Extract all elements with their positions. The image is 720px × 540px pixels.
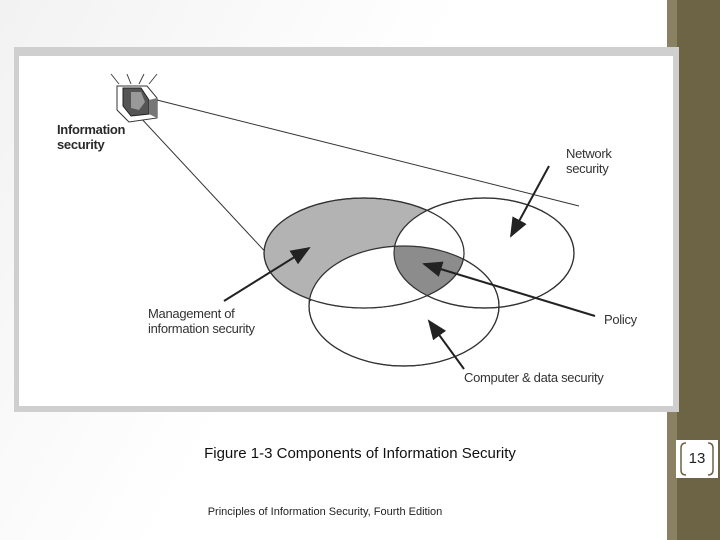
- venn-diagram: [110, 73, 596, 370]
- network-arrow: [510, 165, 550, 238]
- label-computer-data-security: Computer & data security: [464, 370, 604, 385]
- page-number: 13: [676, 440, 718, 478]
- perspective-line-top: [148, 97, 580, 207]
- management-arrow: [223, 246, 311, 302]
- figure-caption: Figure 1-3 Components of Information Sec…: [204, 445, 516, 462]
- cube-icon: [110, 73, 158, 123]
- policy-region: [394, 246, 464, 308]
- label-information-security: Information security: [57, 122, 126, 152]
- figure-panel: Information security Network security Ma…: [19, 56, 673, 406]
- computer-data-arrow: [427, 319, 465, 370]
- page-number-text: 13: [688, 450, 706, 467]
- label-network-security: Network security: [566, 146, 612, 176]
- page-number-brackets: [680, 442, 714, 476]
- label-management: Management of information security: [148, 306, 255, 336]
- label-policy: Policy: [604, 312, 637, 327]
- policy-arrow: [422, 261, 596, 317]
- footer-text: Principles of Information Security, Four…: [207, 506, 443, 518]
